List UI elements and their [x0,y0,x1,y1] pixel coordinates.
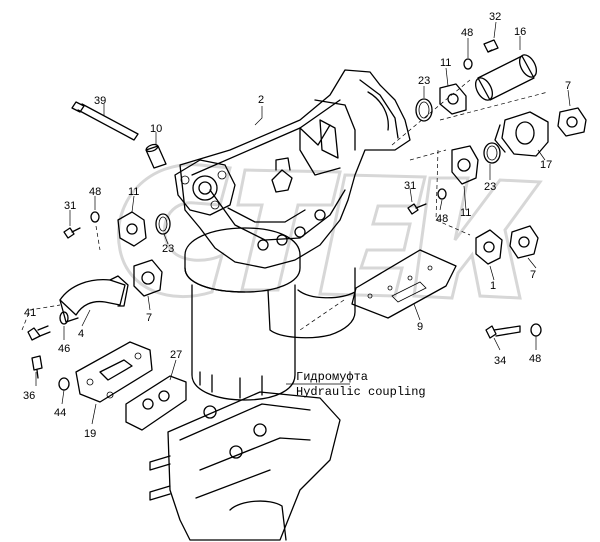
callout-7-b: 7 [146,312,152,324]
flange-11-left [117,211,147,247]
callout-48-a: 48 [461,27,473,39]
callout-16: 16 [514,26,526,38]
callout-36: 36 [23,390,35,402]
pipe-16 [474,54,538,101]
sleeve-10 [145,143,167,169]
caption-russian: Гидромуфта [296,370,368,384]
bolt-36 [31,355,43,379]
flange-11-mid [451,145,479,185]
callout-39: 39 [94,95,106,107]
flange-17-top [494,111,549,157]
callout-27: 27 [170,349,182,361]
gasket-7-right [509,225,539,259]
housing-2 [174,69,411,269]
bolt-39 [71,101,139,141]
bolt-32 [483,39,499,53]
gasket-7-top [557,107,587,137]
callout-labels: 2 10 39 48 32 16 11 23 7 17 31 48 11 23 … [23,11,571,440]
callout-31-a: 31 [64,200,76,212]
assembly-lines [21,79,549,331]
callout-23-b: 23 [162,243,174,255]
bolt-34 [485,325,521,339]
plate-7-left [133,259,163,297]
callout-31-b: 31 [404,180,416,192]
callout-19: 19 [84,428,96,440]
callout-11-a: 11 [440,57,451,69]
flange-plate-19 [75,341,153,403]
caption: Гидромуфта Hydraulic coupling [296,370,426,399]
bolt-31-mid [407,203,427,215]
elbow-pipe-4 [59,275,129,323]
callout-leaders [35,21,571,425]
callout-32: 32 [489,11,501,23]
washer-44 [58,377,70,391]
callout-7-c: 7 [530,269,536,281]
gasket-27 [125,375,187,431]
bolt-41 [27,325,51,341]
plate-9 [351,249,457,319]
washer-48-mid [437,188,447,200]
callout-9: 9 [417,321,423,333]
washer-48-left [90,211,100,223]
callout-46: 46 [58,343,70,355]
callout-4: 4 [78,328,84,340]
gasket-23-mid [483,142,501,164]
washer-46 [59,311,69,325]
callout-23-a: 23 [418,75,430,87]
gasket-23-top [415,98,433,122]
flange-11-top [439,83,467,115]
caption-english: Hydraulic coupling [296,385,426,399]
hydraulic-coupling-assembly [149,391,341,541]
callout-48-d: 48 [529,353,541,365]
callout-17-a: 17 [540,159,552,171]
bolt-31-left [63,227,81,239]
callout-1: 1 [490,280,496,292]
callout-10: 10 [150,123,162,135]
gasket-23-left [155,213,171,235]
callout-11-b: 11 [128,186,139,198]
callout-2: 2 [258,94,264,106]
flange-1 [475,229,503,265]
callout-23-c: 23 [484,181,496,193]
washer-48-lower-right [530,323,542,337]
callout-44: 44 [54,407,66,419]
callout-11-c: 11 [460,207,471,219]
callout-48-c: 48 [436,213,448,225]
callout-48-b: 48 [89,186,101,198]
callout-7-a: 7 [565,80,571,92]
washer-48-top [463,58,473,70]
callout-41: 41 [24,307,36,319]
callout-34: 34 [494,355,506,367]
